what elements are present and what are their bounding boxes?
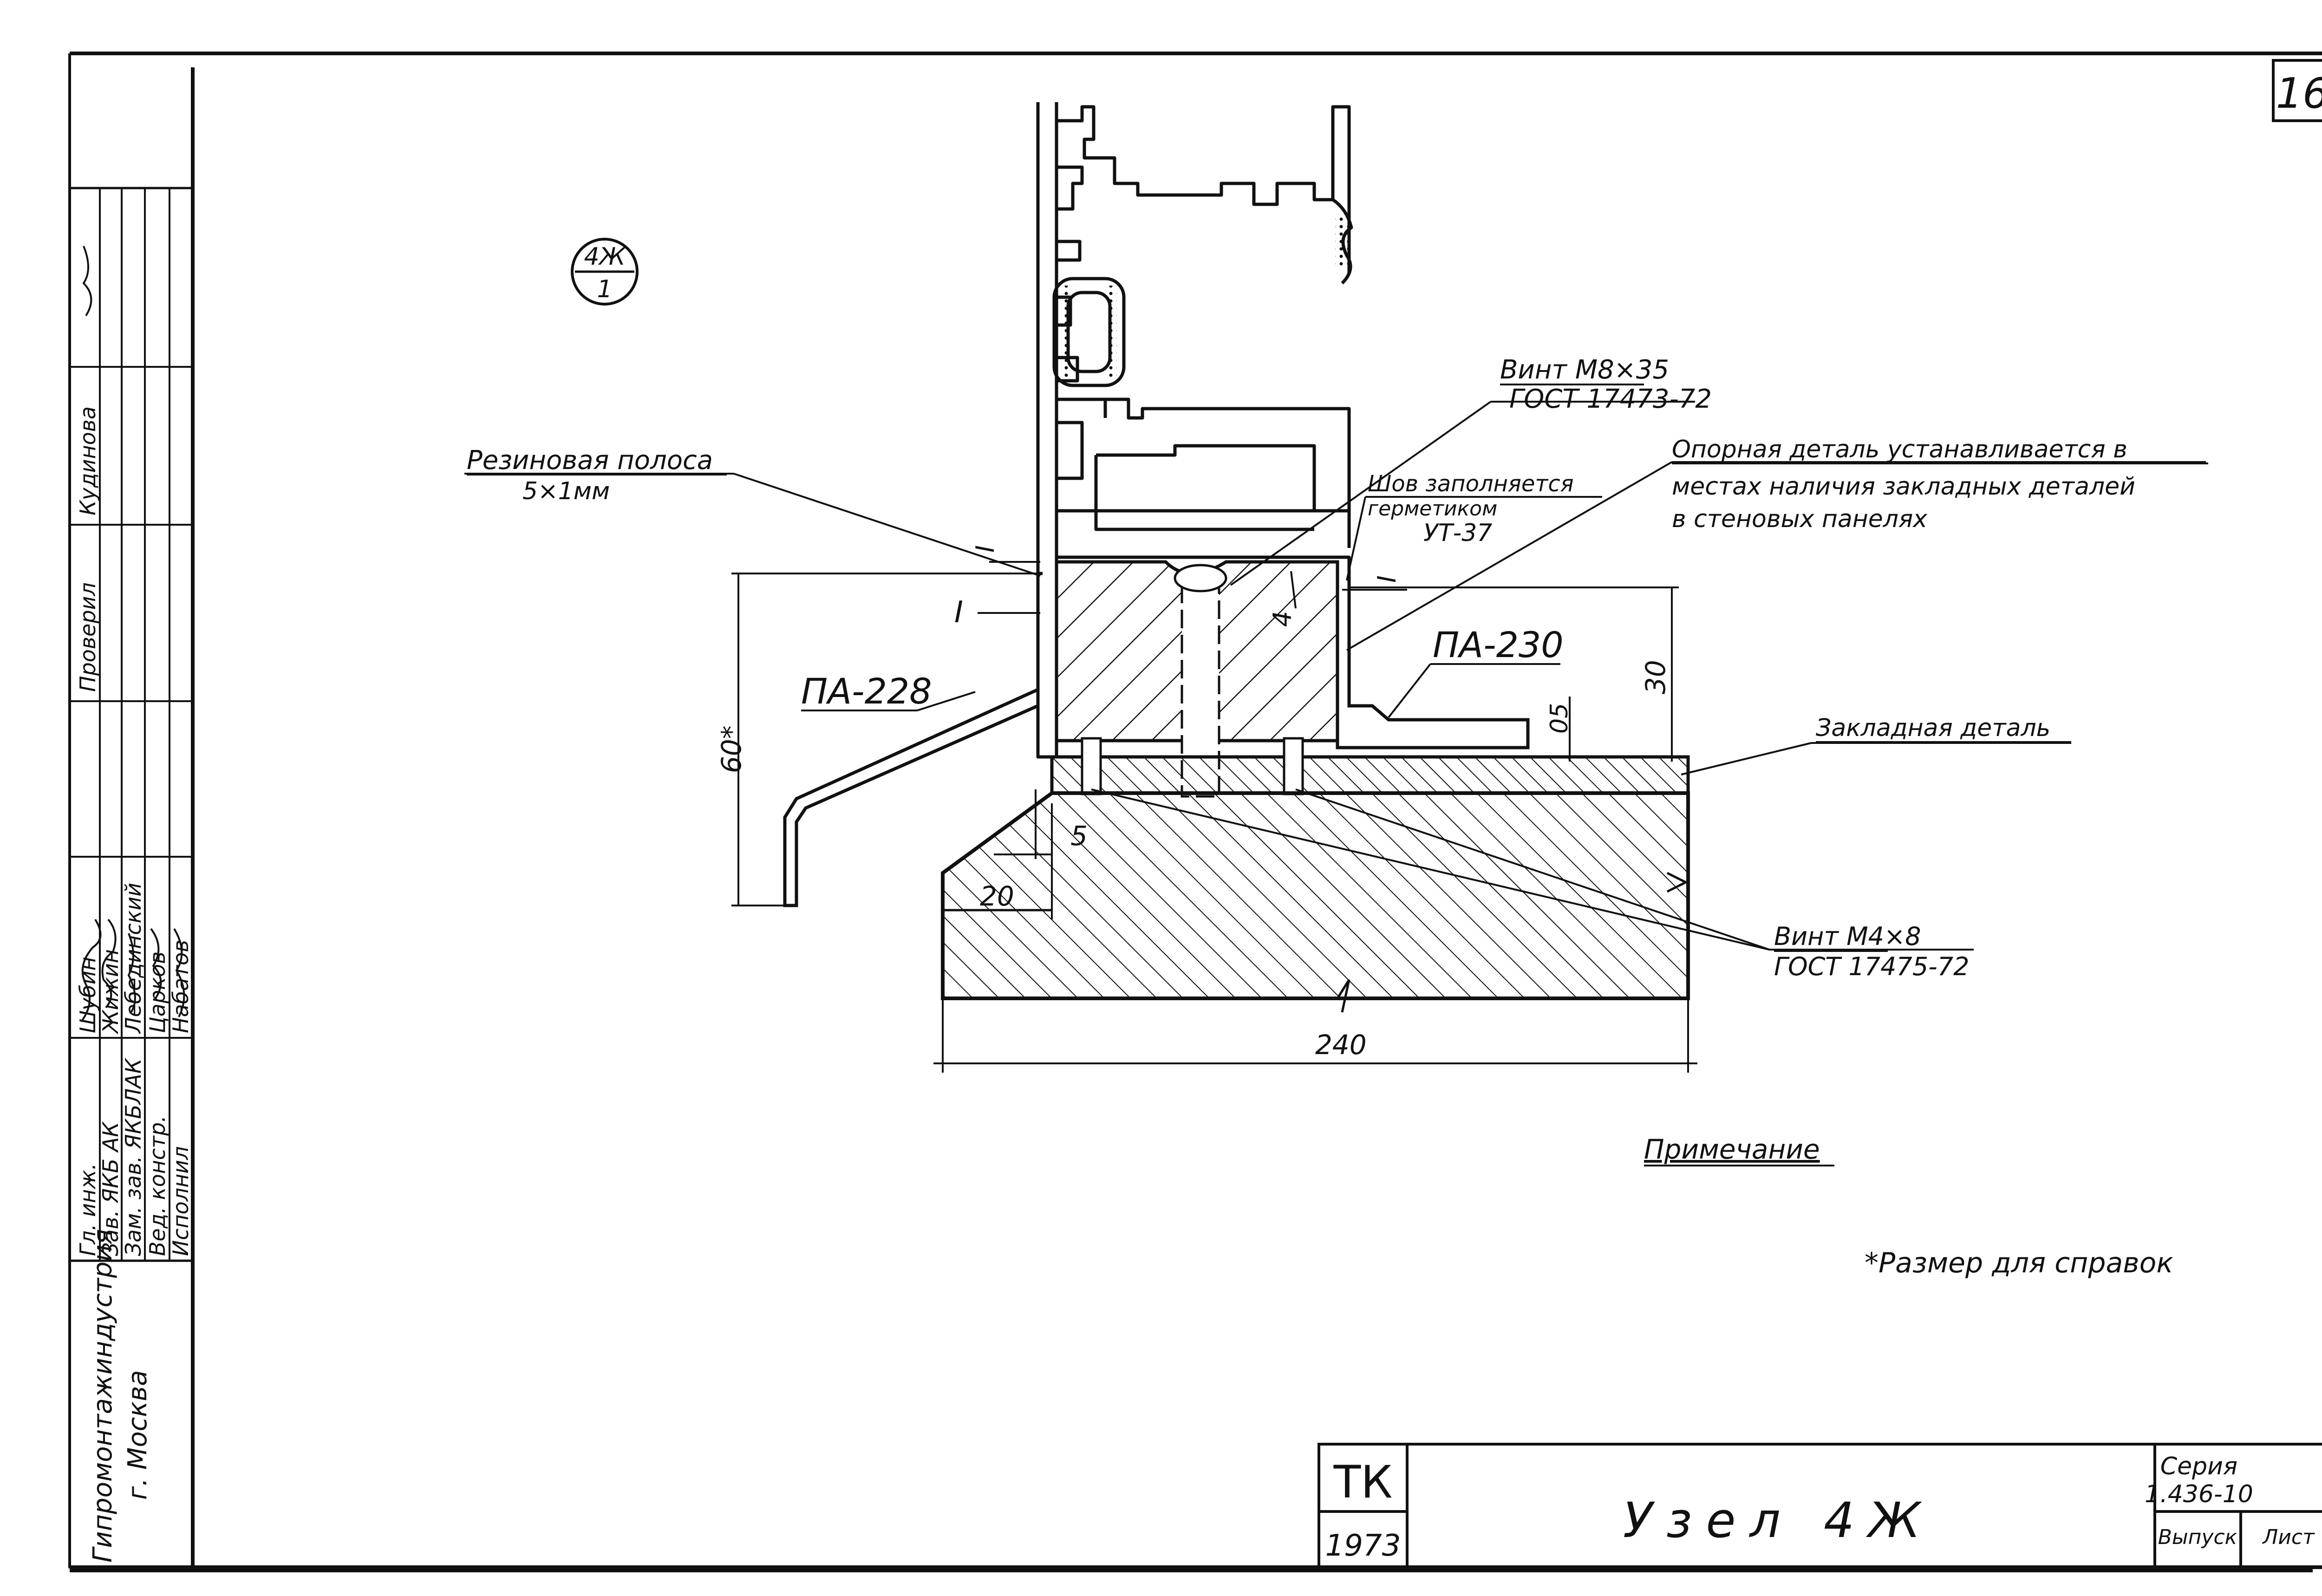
callouts: Винт М8×35 ГОСТ 17473-72 Резиновая полос… <box>467 355 2135 981</box>
screw-m4-line2: ГОСТ 17475-72 <box>1774 952 1969 981</box>
sheet-number-box: 16 <box>2272 59 2322 122</box>
support-part-line1: Опорная деталь устанавливается в <box>1672 436 2127 463</box>
approval-stamp-text: Гл. инж. Зав. ЯКБ АК Зам. зав. ЯКБЛАК Ве… <box>75 406 193 1563</box>
profile-pa-228 <box>783 688 1039 907</box>
dim-height-05: 05 <box>1546 703 1573 734</box>
stamp-role-1: Гл. инж. <box>75 1163 100 1256</box>
dim-width-240: 240 <box>1315 1029 1367 1061</box>
series-value: 1.436-10 <box>2145 1480 2253 1508</box>
drawing-title: Узел 4Ж <box>1623 1492 1934 1549</box>
sheet-label: Лист <box>2262 1525 2315 1549</box>
dim-width-5: 5 <box>1070 820 1088 852</box>
stamp-checked-label: Проверил <box>75 582 100 692</box>
dim-height-30: 30 <box>1640 660 1671 694</box>
dim-height-total: 60* <box>716 725 747 773</box>
stamp-checked-name: Кудинова <box>75 406 100 515</box>
dim-section-left2: I <box>954 595 963 630</box>
embedded-plate <box>1050 737 1690 795</box>
stamp-organization: Гипромонтажиндустрия <box>88 1229 118 1563</box>
dimension-lines <box>731 556 1697 1073</box>
notes: Примечание *Размер для справок <box>1644 1133 2173 1279</box>
window-profile <box>1036 102 1353 759</box>
title-block-text: ТК 1973 Узел 4Ж Серия 1.436-10 Выпуск Ли… <box>1325 1453 2315 1563</box>
dim-width-20: 20 <box>980 880 1014 912</box>
stamp-name-4: Царков <box>145 951 170 1033</box>
seam-line1: Шов заполняется <box>1368 471 1574 497</box>
title-block <box>1318 1443 2322 1569</box>
stamp-name-1: Шубин <box>75 957 100 1033</box>
stamp-role-5: Исполнил <box>168 1146 193 1256</box>
glass-seal <box>1061 214 1349 378</box>
node-mark-bottom: 1 <box>597 275 612 303</box>
note-heading: Примечание <box>1644 1133 1820 1165</box>
support-part-line3: в стеновых панелях <box>1672 505 1928 533</box>
title-year: 1973 <box>1325 1529 1401 1563</box>
seam-line2: герметиком <box>1368 497 1497 521</box>
wall-panel <box>941 791 1690 1013</box>
screw-m8-line2: ГОСТ 17473-72 <box>1509 384 1712 414</box>
profile-left-label: ПА-228 <box>801 671 932 712</box>
issue-label: Выпуск <box>2158 1525 2237 1549</box>
stamp-signatures <box>80 246 185 1023</box>
screw-m4-line1: Винт М4×8 <box>1774 922 1921 951</box>
stamp-role-4: Вед. констр. <box>145 1115 170 1256</box>
sheet-number: 16 <box>2276 69 2322 118</box>
screw-m8-line1: Винт М8×35 <box>1500 355 1669 385</box>
node-mark-top: 4Ж <box>584 243 626 271</box>
title-code: ТК <box>1333 1456 1393 1508</box>
profile-pa-230 <box>1336 571 1530 749</box>
embedded-part-label: Закладная деталь <box>1816 714 2050 742</box>
dimension-labels: I I I 4 60* 30 05 5 20 240 <box>716 545 1671 1061</box>
series-label: Серия <box>2160 1453 2237 1480</box>
stamp-role-2: Зав. ЯКБ АК <box>98 1121 123 1256</box>
stamp-city: г. Москва <box>123 1370 153 1500</box>
rubber-strip-line1: Резиновая полоса <box>467 445 713 476</box>
dim-gap: 4 <box>1268 611 1297 627</box>
node-mark: 4Ж 1 <box>571 238 639 306</box>
support-part-line2: местах наличия закладных деталей <box>1672 473 2135 501</box>
dim-section-left: I <box>971 545 1000 553</box>
profile-right-label: ПА-230 <box>1433 624 1564 665</box>
rubber-strip-line2: 5×1мм <box>522 477 610 505</box>
callout-underlines <box>467 384 2208 952</box>
approval-stamp <box>68 187 194 1569</box>
seam-line3: УТ-37 <box>1423 519 1492 547</box>
stamp-name-5: Набатов <box>168 940 193 1033</box>
note-reference: *Размер для справок <box>1865 1247 2173 1279</box>
dim-section-right: I <box>1372 575 1402 583</box>
stamp-role-3: Зам. зав. ЯКБЛАК <box>121 1057 146 1256</box>
